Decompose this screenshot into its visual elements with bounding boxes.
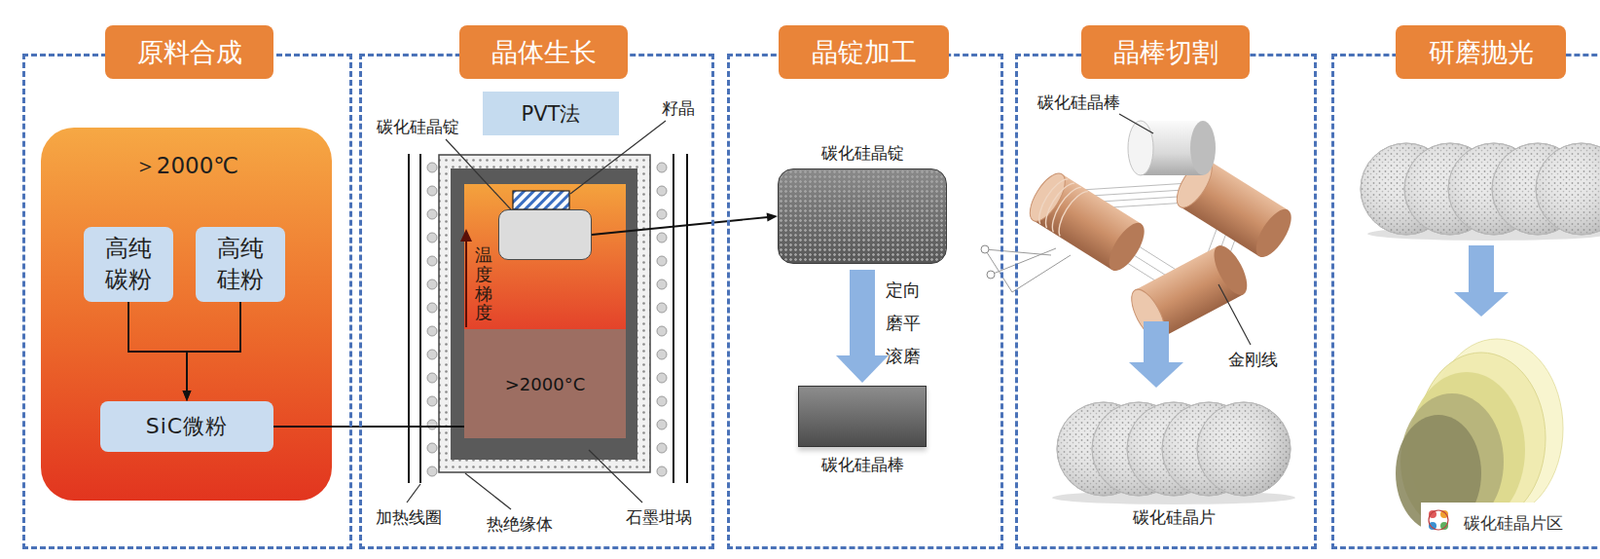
ingot-block: 碳化硅晶锭 [777,168,947,264]
stage-panel: 晶体生长PVT法>2000°C碳化硅晶锭 [359,53,715,549]
connector-line [186,301,241,392]
connector-line [273,425,465,428]
grown-ingot: 碳化硅晶锭 [498,209,592,260]
stage-header: 晶体生长 [459,25,628,79]
node-text: 高纯硅粉 [217,233,264,294]
stage-header: 原料合成 [105,25,274,79]
connector [128,301,192,401]
stage-header: 晶棒切割 [1081,25,1250,79]
node-text: 高纯碳粉 [105,233,152,294]
stage-panel: 晶棒切割碳化硅晶片 [1015,53,1317,549]
process-arrow [836,269,889,383]
part-label: 加热线圈 [375,506,442,529]
watermark: 碳化硅晶片区 [1459,511,1567,535]
node-text: >2000°C [505,373,585,395]
material-box: 高纯碳粉 [83,226,174,302]
stage-panel: 晶锭加工碳化硅晶锭碳化硅晶棒 [727,53,1004,549]
part-label: 金刚线 [1228,348,1278,371]
source-zone: >2000°C [464,328,626,438]
stage-header: 研磨抛光 [1395,25,1566,79]
node-text: 碳化硅晶锭 [759,142,966,165]
boule-block: 碳化硅晶棒 [798,385,927,447]
part-label: 石墨坩埚 [625,506,692,529]
stage-panel: 原料合成＞2000℃高纯碳粉高纯硅粉SiC微粉 [22,53,353,549]
connector-line [591,217,768,235]
arrow-head [766,213,778,222]
part-label: 籽晶 [661,97,695,120]
stage-header: 晶锭加工 [778,25,949,79]
edge-label: 定向 磨平 滚磨 [885,273,925,374]
furnace-zone: ＞2000℃ 高纯碳粉 高纯硅粉 SiC微粉 [40,127,332,501]
part-label: 碳化硅晶棒 [1037,91,1121,114]
connector-line [849,269,875,357]
arrow-head [836,355,889,383]
connector [273,426,465,428]
material-box: 高纯硅粉 [195,226,286,302]
wafer-stack: 碳化硅晶片 [1055,398,1292,501]
node-text: 碳化硅晶锭 [376,115,460,139]
connector [591,213,778,235]
material-box: SiC微粉 [100,400,274,452]
node-text: 碳化硅晶棒 [779,453,946,476]
part-label: 温度梯度 [474,245,493,323]
connector [182,301,242,401]
node-text: ＞2000℃ [40,150,332,182]
connector-line [128,301,187,392]
method-box: PVT法 [482,91,619,136]
node-text: PVT法 [521,100,582,128]
arrow-head [182,390,192,401]
node-text: 碳化硅晶片 [1055,506,1292,529]
stage-panel: 研磨抛光 [1331,53,1600,549]
node-text: SiC微粉 [145,411,228,441]
arrow-head [182,390,192,401]
part-label: 热绝缘体 [486,512,553,536]
